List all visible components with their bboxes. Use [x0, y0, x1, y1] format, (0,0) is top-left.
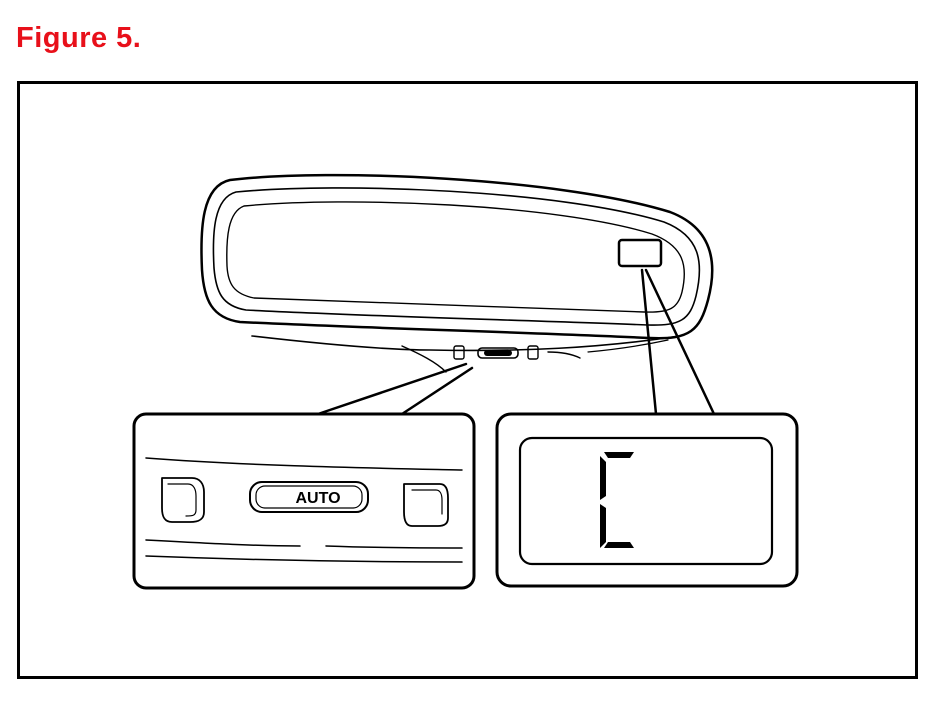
display-character-c [600, 452, 634, 548]
auto-button-label: AUTO [295, 490, 340, 507]
display-callout-leader [640, 268, 716, 416]
auto-button-callout: AUTO [132, 412, 476, 590]
display-window-icon [617, 238, 663, 268]
auto-button-icon [249, 481, 369, 513]
figure-frame [17, 81, 918, 679]
figure-title: Figure 5. [16, 22, 142, 54]
display-callout: C [495, 412, 799, 588]
rear-view-mirror-icon [200, 173, 714, 373]
auto-callout-leader [316, 362, 474, 416]
